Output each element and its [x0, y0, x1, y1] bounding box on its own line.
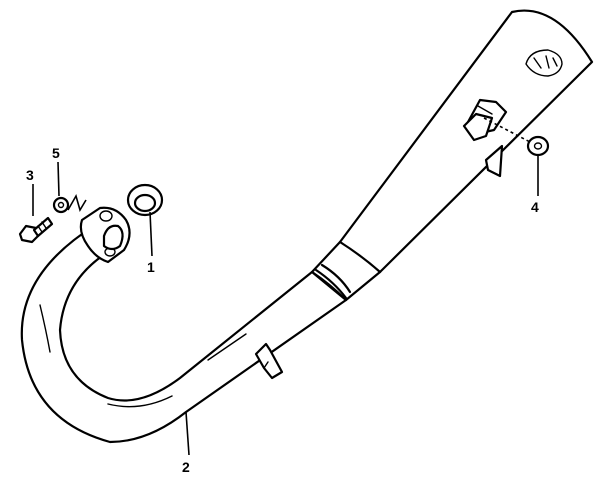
- muffler: [338, 9, 594, 274]
- gasket-part-1: [126, 183, 164, 217]
- bolt-part-3: [18, 216, 54, 244]
- callout-3: 3: [26, 167, 34, 183]
- washer-part-4: [526, 135, 550, 157]
- muffler-mount-bracket: [462, 98, 508, 178]
- leader-line-2: [185, 411, 190, 456]
- callout-5: 5: [52, 145, 60, 161]
- muffler-logo-icon: [525, 49, 563, 77]
- exhaust-flange: [79, 206, 131, 264]
- pipe-bracket-tab: [254, 342, 284, 380]
- leader-line-5: [57, 161, 60, 197]
- bolt-alignment-line: [67, 193, 87, 212]
- callout-1: 1: [147, 259, 155, 275]
- exhaust-pipe: [20, 224, 348, 444]
- callout-2: 2: [182, 459, 190, 475]
- callout-4: 4: [531, 199, 539, 215]
- washer-alignment-line: [483, 117, 531, 143]
- leader-line-1: [149, 211, 153, 257]
- washer-part-5: [52, 196, 70, 214]
